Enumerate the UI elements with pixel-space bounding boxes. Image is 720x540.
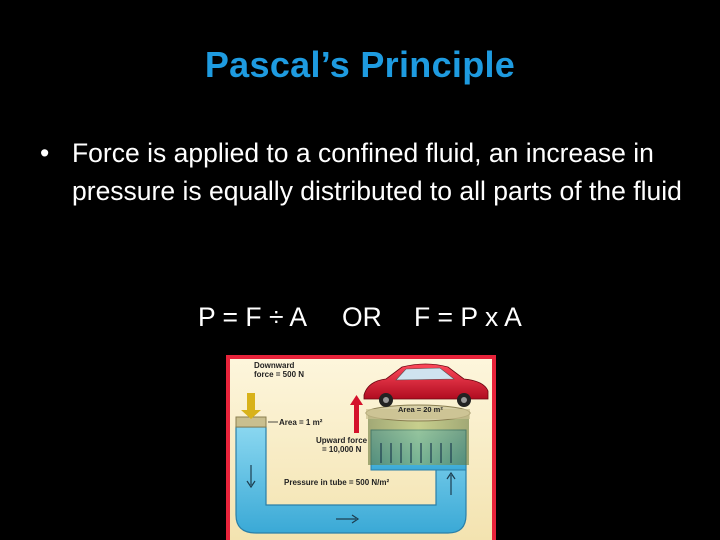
downward-arrow-icon [241,393,261,419]
small-area-label: Area = 1 m² [279,418,323,427]
formula-force: F = P x A [414,302,522,332]
formula-or: OR [342,302,382,332]
car-icon [363,363,489,407]
flow-arrows [246,465,456,524]
large-area-label: Area = 20 m² [398,405,443,414]
bullet-text: Force is applied to a confined fluid, an… [72,138,682,206]
upward-force-label-1: Upward force [316,436,368,445]
pressure-label: Pressure in tube = 500 N/m² [284,478,389,487]
upward-pressure-arrows [380,443,452,463]
hydraulic-lift-diagram: Downward force = 500 N Area = 1 m² Area … [226,355,496,540]
formula-pressure: P = F ÷ A [198,302,308,332]
upward-force-label-2: = 10,000 N [322,445,362,454]
upward-force-arrow-icon [350,395,363,433]
downward-force-label-2: force = 500 N [254,370,304,379]
large-cylinder-wall [368,415,469,465]
bullet-marker: • [40,138,50,168]
slide-title: Pascal’s Principle [204,44,516,85]
downward-force-label-1: Downward [254,361,295,370]
